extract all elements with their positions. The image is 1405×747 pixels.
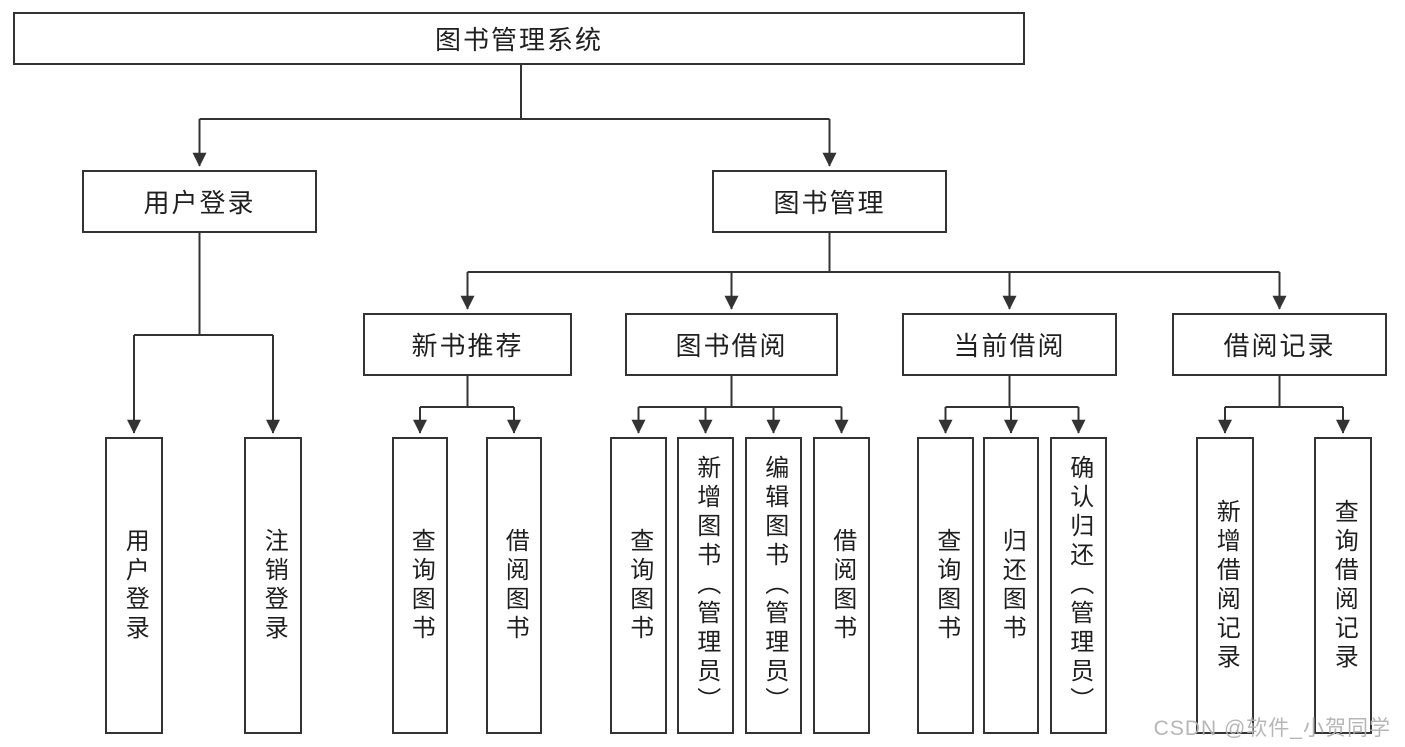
leaf-borrow-borrow-books-label: 借阅图书 — [828, 527, 856, 644]
leaf-newrec-borrow-books: 借阅图书 — [486, 437, 542, 734]
node-user-login-label: 用户登录 — [143, 188, 256, 218]
leaf-current-confirm-return-admin-label: 确认归还（管理员） — [1065, 455, 1093, 716]
leaf-borrow-add-books-admin-label: 新增图书（管理员） — [692, 455, 720, 716]
leaf-current-return-books: 归还图书 — [983, 437, 1039, 734]
node-new-book-recommend: 新书推荐 — [363, 313, 572, 376]
node-current-borrow: 当前借阅 — [902, 313, 1117, 376]
leaf-newrec-query-books: 查询图书 — [392, 437, 448, 734]
node-book-management-label: 图书管理 — [773, 188, 886, 218]
node-book-borrow-label: 图书借阅 — [675, 331, 788, 361]
leaf-record-add-borrow-record: 新增借阅记录 — [1196, 437, 1254, 734]
leaf-borrow-edit-books-admin: 编辑图书（管理员） — [745, 437, 802, 734]
node-borrow-record-label: 借阅记录 — [1223, 331, 1336, 361]
leaf-record-add-borrow-record-label: 新增借阅记录 — [1212, 498, 1240, 673]
leaf-borrow-borrow-books: 借阅图书 — [813, 437, 870, 734]
node-book-management: 图书管理 — [712, 170, 947, 233]
leaf-borrow-add-books-admin: 新增图书（管理员） — [677, 437, 734, 734]
leaf-user-login: 用户登录 — [105, 437, 163, 734]
leaf-record-query-borrow-record: 查询借阅记录 — [1314, 437, 1372, 734]
node-new-book-recommend-label: 新书推荐 — [411, 331, 524, 361]
node-root: 图书管理系统 — [13, 12, 1025, 65]
leaf-newrec-borrow-books-label: 借阅图书 — [501, 527, 529, 644]
leaf-current-query-books: 查询图书 — [917, 437, 974, 734]
node-root-label: 图书管理系统 — [434, 25, 603, 55]
leaf-logout-label: 注销登录 — [260, 527, 288, 644]
leaf-current-return-books-label: 归还图书 — [998, 527, 1026, 644]
leaf-borrow-edit-books-admin-label: 编辑图书（管理员） — [760, 455, 788, 716]
leaf-current-confirm-return-admin: 确认归还（管理员） — [1050, 437, 1107, 734]
leaf-current-query-books-label: 查询图书 — [932, 527, 960, 644]
leaf-borrow-query-books-label: 查询图书 — [625, 527, 653, 644]
leaf-newrec-query-books-label: 查询图书 — [407, 527, 435, 644]
node-current-borrow-label: 当前借阅 — [953, 331, 1066, 361]
node-user-login: 用户登录 — [82, 170, 317, 233]
leaf-user-login-label: 用户登录 — [121, 527, 149, 644]
node-book-borrow: 图书借阅 — [625, 313, 838, 376]
leaf-record-query-borrow-record-label: 查询借阅记录 — [1330, 498, 1358, 673]
leaf-logout: 注销登录 — [244, 437, 302, 734]
node-borrow-record: 借阅记录 — [1172, 313, 1387, 376]
csdn-watermark: CSDN @软件_小贺同学 — [1153, 717, 1391, 740]
leaf-borrow-query-books: 查询图书 — [610, 437, 667, 734]
